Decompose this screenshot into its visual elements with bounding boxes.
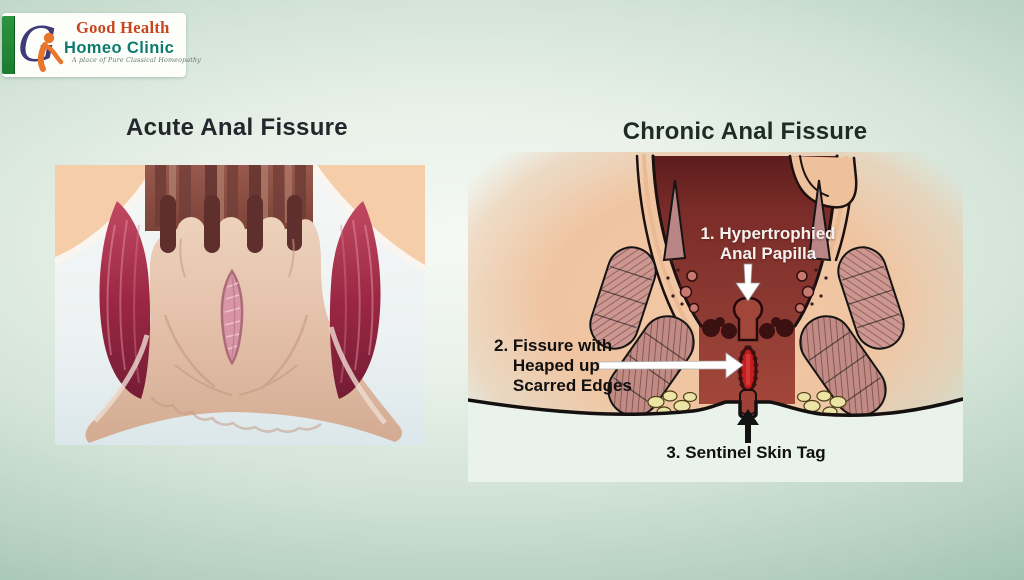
annotation-sentinel-skin-tag: 3. Sentinel Skin Tag	[666, 443, 826, 462]
clinic-logo: G Good Health Homeo Clinic A place of Pu…	[2, 13, 202, 77]
logo-accent-bar	[2, 16, 15, 74]
acute-fissure-illustration	[55, 165, 425, 445]
skin-surface-fill	[468, 399, 963, 482]
anoderm-tissue	[85, 217, 403, 443]
logo-name-line2: Homeo Clinic	[64, 38, 175, 57]
annotation-hypertrophied-papilla: 1. Hypertrophied Anal Papilla	[700, 224, 836, 264]
up-arrow	[737, 409, 759, 443]
vessels	[679, 270, 700, 314]
rectum-interior	[653, 156, 837, 324]
chronic-panel-title: Chronic Anal Fissure	[622, 118, 868, 145]
skin-fold-highlights	[93, 326, 387, 425]
dentate-line	[702, 296, 794, 342]
muscle-speckles	[666, 258, 684, 306]
hypertrophied-papilla	[732, 296, 764, 342]
chronic-fissure-lesion	[737, 344, 759, 395]
logo-name-line1: Good Health	[76, 18, 170, 37]
person-icon	[37, 32, 64, 72]
chronic-fissure-illustration	[468, 152, 963, 482]
logo-monogram: G	[18, 17, 64, 73]
down-arrow	[735, 263, 761, 302]
mucosa-wrinkles	[150, 238, 322, 433]
dentate-line	[160, 195, 302, 253]
monogram-g-letter: G	[18, 17, 56, 73]
annotation-fissure-scarred-edges: 2. Fissure with Heaped up Scarred Edges	[494, 336, 632, 396]
sphincter-muscle-right	[329, 201, 381, 399]
acute-fissure-lesion	[220, 268, 244, 366]
logo-tagline: A place of Pure Classical Homeopathy	[72, 57, 202, 64]
acute-panel-title: Acute Anal Fissure	[126, 114, 348, 141]
right-arrow	[598, 352, 744, 379]
